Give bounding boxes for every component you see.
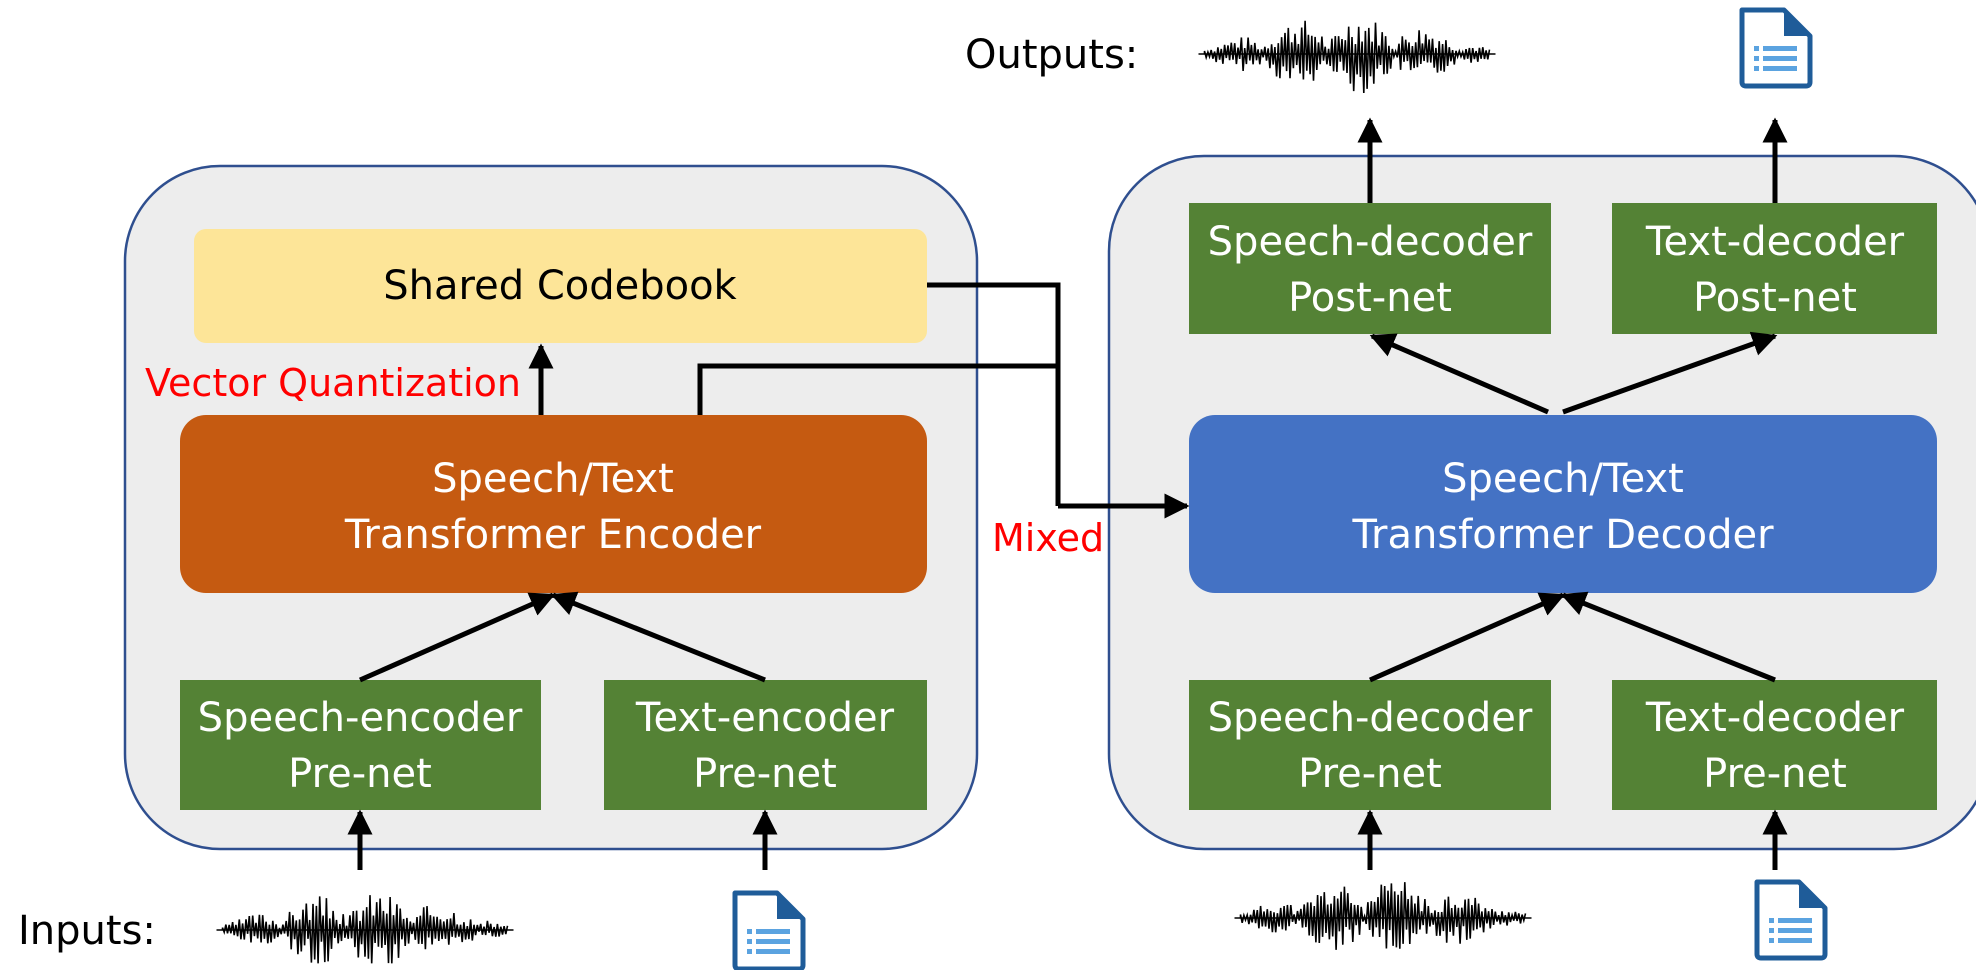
text-decoder-prenet-box bbox=[1612, 680, 1937, 810]
arrow-text-prenet-to-encoder bbox=[550, 591, 766, 683]
text-decoder-prenet-label-2: Pre-net bbox=[1703, 751, 1847, 797]
text-decoder-postnet-label-1: Text-decoder bbox=[1645, 219, 1905, 265]
vector-quantization-label: Vector Quantization bbox=[145, 361, 521, 405]
document-icon bbox=[1742, 10, 1810, 86]
transformer-encoder-label-1: Speech/Text bbox=[432, 456, 674, 502]
transformer-decoder-box bbox=[1189, 415, 1937, 593]
arrow-speech-prenet-to-decoder bbox=[1368, 592, 1566, 683]
transformer-decoder-label-1: Speech/Text bbox=[1442, 456, 1684, 502]
speech-decoder-prenet-box bbox=[1189, 680, 1551, 810]
shared-codebook-box bbox=[194, 229, 927, 343]
speech-decoder-postnet-label-2: Post-net bbox=[1288, 275, 1452, 321]
connector-codebook-to-mixed bbox=[927, 282, 1061, 506]
text-encoder-prenet-label-1: Text-encoder bbox=[635, 695, 895, 741]
connector-encoder-to-mixed bbox=[697, 363, 1058, 415]
speech-decoder-postnet-box bbox=[1189, 203, 1551, 334]
mixed-label: Mixed bbox=[992, 516, 1104, 560]
inputs-label: Inputs: bbox=[18, 908, 156, 954]
waveform-icon bbox=[1198, 20, 1496, 94]
speech-encoder-prenet-label-2: Pre-net bbox=[288, 751, 432, 797]
speech-decoder-prenet-label-1: Speech-decoder bbox=[1208, 695, 1533, 741]
speech-decoder-prenet-label-2: Pre-net bbox=[1298, 751, 1442, 797]
text-decoder-postnet-label-2: Post-net bbox=[1693, 275, 1857, 321]
arrow-decoder-to-text-postnet bbox=[1562, 331, 1778, 415]
waveform-icon bbox=[216, 895, 514, 964]
waveform-icon bbox=[1234, 882, 1532, 950]
arrow-decoder-to-speech-postnet bbox=[1369, 333, 1549, 415]
document-icon bbox=[735, 893, 803, 969]
document-icon bbox=[1757, 882, 1825, 958]
speech-encoder-prenet-label-1: Speech-encoder bbox=[198, 695, 523, 741]
transformer-decoder-label-2: Transformer Decoder bbox=[1351, 512, 1774, 558]
outputs-label: Outputs: bbox=[965, 32, 1138, 78]
speech-decoder-postnet-label-1: Speech-decoder bbox=[1208, 219, 1533, 265]
transformer-encoder-box bbox=[180, 415, 927, 593]
arrow-text-prenet-to-decoder bbox=[1560, 591, 1776, 683]
text-encoder-prenet-box bbox=[604, 680, 927, 810]
arrow-speech-prenet-to-encoder bbox=[358, 592, 556, 683]
transformer-encoder-label-2: Transformer Encoder bbox=[344, 512, 762, 558]
text-decoder-prenet-label-1: Text-decoder bbox=[1645, 695, 1905, 741]
speech-encoder-prenet-box bbox=[180, 680, 541, 810]
text-decoder-postnet-box bbox=[1612, 203, 1937, 334]
text-encoder-prenet-label-2: Pre-net bbox=[693, 751, 837, 797]
shared-codebook-label: Shared Codebook bbox=[383, 263, 737, 309]
